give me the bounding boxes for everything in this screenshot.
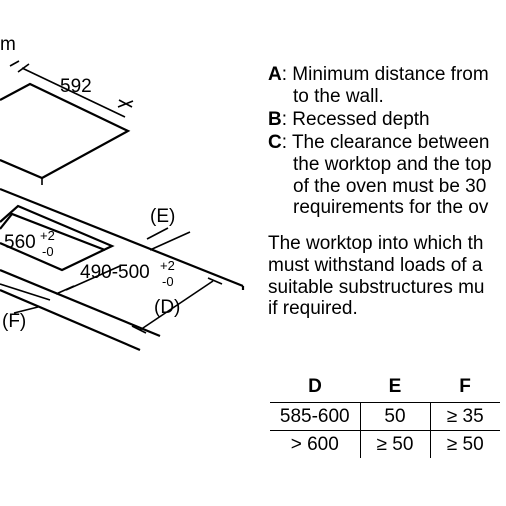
- note-a-key: A: [268, 64, 282, 85]
- note-c-line1: : The clearance between: [281, 132, 490, 153]
- note-b-line1: : Recessed depth: [281, 109, 430, 130]
- cutout-width-value: 560: [4, 232, 36, 253]
- note-c-line2: the worktop and the top: [293, 154, 492, 175]
- cutout-width-tol-plus: +2: [40, 228, 55, 243]
- note-c-line4: requirements for the ov: [293, 197, 489, 218]
- note-a-line1: : Minimum distance from: [281, 64, 489, 85]
- table-header-d: D: [308, 376, 322, 397]
- clearance-table: D E F 585-600 50 ≥ 35 > 600 ≥ 50 ≥ 50: [270, 372, 500, 458]
- table-cell: ≥ 35: [429, 402, 500, 431]
- note-c: C: The clearance between: [268, 132, 489, 153]
- worktop-outline: [0, 187, 245, 352]
- cutout-depth-tol-plus: +2: [160, 258, 175, 273]
- cutout-depth-label: 490-500: [80, 262, 150, 283]
- width-dimension: [9, 60, 134, 118]
- note-b-key: B: [268, 109, 282, 130]
- cutout-outline: [0, 204, 115, 272]
- unit-label: m: [0, 34, 16, 55]
- cutout-width-label: 560: [4, 232, 36, 253]
- table-cell: ≥ 50: [429, 430, 500, 458]
- table-header-e: E: [388, 376, 402, 397]
- table-cell: > 600: [290, 433, 339, 455]
- d-dimension: [131, 277, 223, 334]
- table-cell: 585-600: [279, 405, 350, 427]
- note-a: A: Minimum distance from: [268, 64, 489, 85]
- e-f-leaders: [0, 227, 169, 314]
- hob-outline: [0, 82, 131, 185]
- paragraph-line3: suitable substructures mu: [268, 277, 485, 298]
- cutout-width-tol-minus: -0: [42, 244, 54, 259]
- paragraph-line2: must withstand loads of a: [268, 255, 483, 276]
- label-f: (F): [2, 311, 26, 332]
- table-header-row: D E F: [270, 372, 500, 403]
- table-row: 585-600 50 ≥ 35: [270, 402, 500, 431]
- label-d: (D): [154, 297, 180, 318]
- depth-dimension: [55, 231, 191, 295]
- note-a-line2: to the wall.: [293, 86, 384, 107]
- note-c-key: C: [268, 132, 282, 153]
- note-b: B: Recessed depth: [268, 109, 430, 130]
- cutout-depth-tol-minus: -0: [162, 274, 174, 289]
- width-label: 592: [60, 76, 92, 97]
- table-cell: 50: [359, 402, 430, 431]
- table-header-f: F: [459, 376, 471, 397]
- paragraph-line1: The worktop into which th: [268, 233, 484, 254]
- label-e: (E): [150, 206, 175, 227]
- table-cell: ≥ 50: [359, 430, 430, 458]
- paragraph-line4: if required.: [268, 298, 358, 319]
- table-row: > 600 ≥ 50 ≥ 50: [270, 430, 500, 458]
- note-c-line3: of the oven must be 30: [293, 176, 487, 197]
